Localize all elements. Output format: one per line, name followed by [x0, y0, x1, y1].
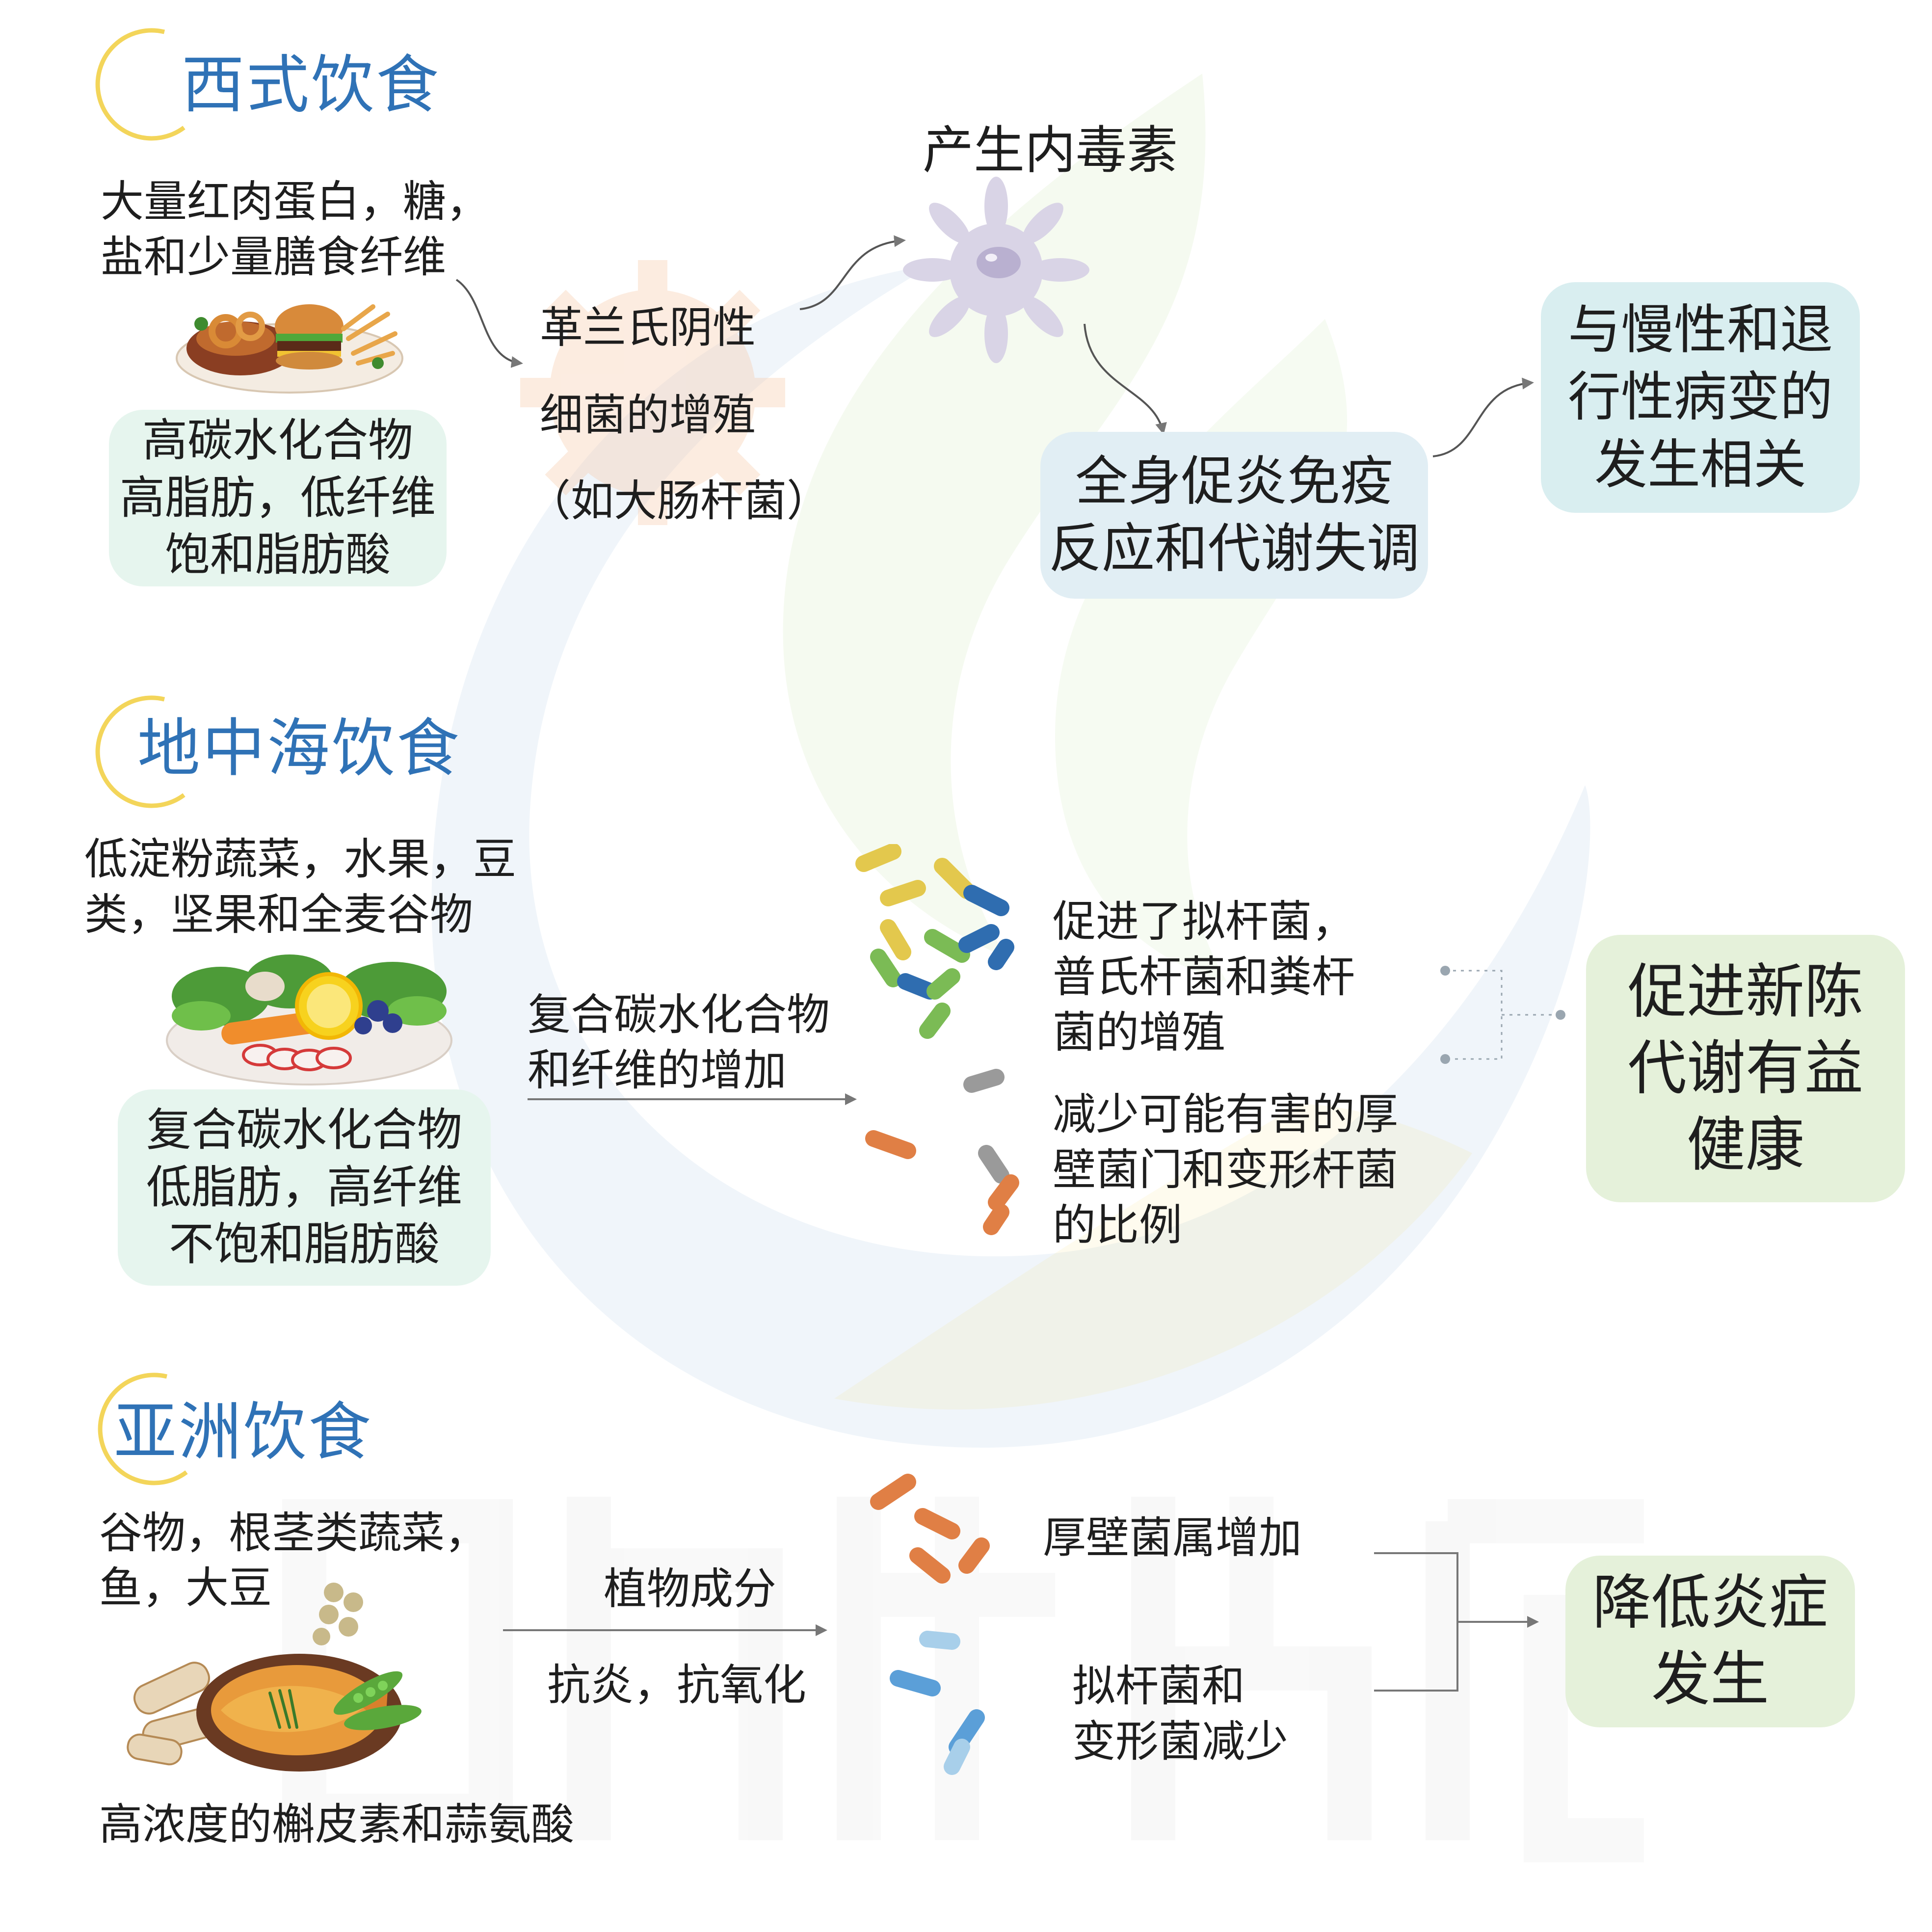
mediterranean-food-line-1: 低淀粉蔬菜，水果，豆	[84, 834, 517, 884]
asian-arrows	[503, 1552, 1539, 1692]
mediterranean-promote-line-2: 普氏杆菌和粪杆	[1053, 952, 1355, 1002]
mediterranean-nutrient-2: 低脂肪，高纤维	[146, 1161, 462, 1214]
western-bacteria-line-1: 革兰氏阴性	[540, 302, 756, 353]
western-toxin-label: 产生内毒素	[923, 120, 1178, 180]
bacteria-rods-icon	[870, 1474, 990, 1775]
mediterranean-outcome-box: 促进新陈 代谢有益 健康	[1586, 935, 1905, 1202]
asian-compounds: 高浓度的槲皮素和蒜氨酸	[99, 1799, 575, 1850]
western-outcome-box: 与慢性和退 行性病变的 发生相关	[1541, 282, 1860, 513]
mediterranean-title: 地中海饮食	[137, 712, 462, 785]
asian-mechanism-bottom: 抗炎，抗氧化	[547, 1660, 807, 1710]
western-outcome-3: 发生相关	[1594, 434, 1806, 496]
mediterranean-nutrient-1: 复合碳水化合物	[146, 1103, 462, 1156]
asian-food-line-2: 鱼，大豆	[99, 1562, 272, 1613]
asian-outcome-box: 降低炎症 发生	[1565, 1556, 1855, 1727]
mediterranean-nutrient-box: 复合碳水化合物 低脂肪，高纤维 不饱和脂肪酸	[118, 1089, 491, 1286]
mediterranean-outcome-1: 促进新陈	[1628, 957, 1863, 1026]
vegetable-plate-icon	[166, 954, 452, 1085]
gear-watermark-icon	[520, 260, 785, 525]
western-nutrient-box: 高碳水化合物 高脂肪，低纤维 饱和脂肪酸	[109, 410, 447, 586]
title-ring-icon	[95, 28, 185, 141]
western-outcome-2: 行性病变的	[1567, 367, 1833, 428]
western-response-box: 全身促炎免疫 反应和代谢失调	[1040, 432, 1428, 599]
asian-decrease-line-2: 变形菌减少	[1072, 1716, 1289, 1767]
asian-title: 亚洲饮食	[114, 1396, 373, 1469]
mediterranean-promote-line-3: 菌的增殖	[1053, 1007, 1226, 1058]
mediterranean-reduce-line-3: 的比例	[1053, 1200, 1183, 1250]
title-ring-icon	[95, 695, 185, 808]
mediterranean-bracket	[1445, 970, 1556, 1060]
asian-decrease-line-1: 拟杆菌和	[1072, 1661, 1245, 1711]
asian-food-line-1: 谷物，根茎类蔬菜，	[99, 1508, 488, 1558]
western-food-line-1: 大量红肉蛋白，糖，	[101, 176, 490, 227]
mediterranean-food-line-2: 类，坚果和全麦谷物	[84, 889, 474, 940]
endotoxin-cell-icon	[903, 177, 1089, 363]
western-outcome-1: 与慢性和退	[1567, 299, 1833, 361]
western-nutrient-1: 高碳水化合物	[142, 414, 413, 467]
mediterranean-reduce-line-2: 壁菌门和变形杆菌	[1053, 1144, 1399, 1195]
mediterranean-nutrient-3: 不饱和脂肪酸	[168, 1218, 440, 1271]
western-bacteria-line-2: 细菌的增殖	[540, 390, 756, 440]
mediterranean-mechanism-line-1: 复合碳水化合物	[528, 989, 830, 1040]
mediterranean-mechanism-line-2: 和纤维的增加	[528, 1045, 787, 1095]
mediterranean-reduce-line-1: 减少可能有害的厚	[1053, 1089, 1399, 1139]
asian-increase-label: 厚壁菌属增加	[1043, 1512, 1302, 1563]
western-nutrient-3: 饱和脂肪酸	[164, 529, 391, 582]
western-title: 西式饮食	[182, 49, 441, 122]
mediterranean-outcome-2: 代谢有益	[1628, 1034, 1863, 1103]
western-arrows	[455, 235, 1534, 457]
fish-plate-icon	[127, 1583, 422, 1772]
western-response-1: 全身促炎免疫	[1075, 450, 1393, 512]
western-nutrient-2: 高脂肪，低纤维	[119, 471, 436, 524]
asian-outcome-1: 降低炎症	[1592, 1569, 1828, 1637]
title-ring-icon	[98, 1373, 188, 1485]
western-food-line-2: 盐和少量膳食纤维	[101, 232, 447, 282]
asian-outcome-2: 发生	[1651, 1645, 1769, 1714]
bacteria-rods-icon	[855, 844, 1019, 1235]
western-bacteria-line-3: （如大肠杆菌）	[528, 476, 830, 526]
mediterranean-promote-line-1: 促进了拟杆菌，	[1053, 896, 1355, 947]
mediterranean-outcome-3: 健康	[1687, 1111, 1804, 1179]
asian-mechanism-top: 植物成分	[604, 1563, 777, 1614]
burger-plate-icon	[176, 304, 403, 394]
western-response-2: 反应和代谢失调	[1048, 518, 1420, 580]
